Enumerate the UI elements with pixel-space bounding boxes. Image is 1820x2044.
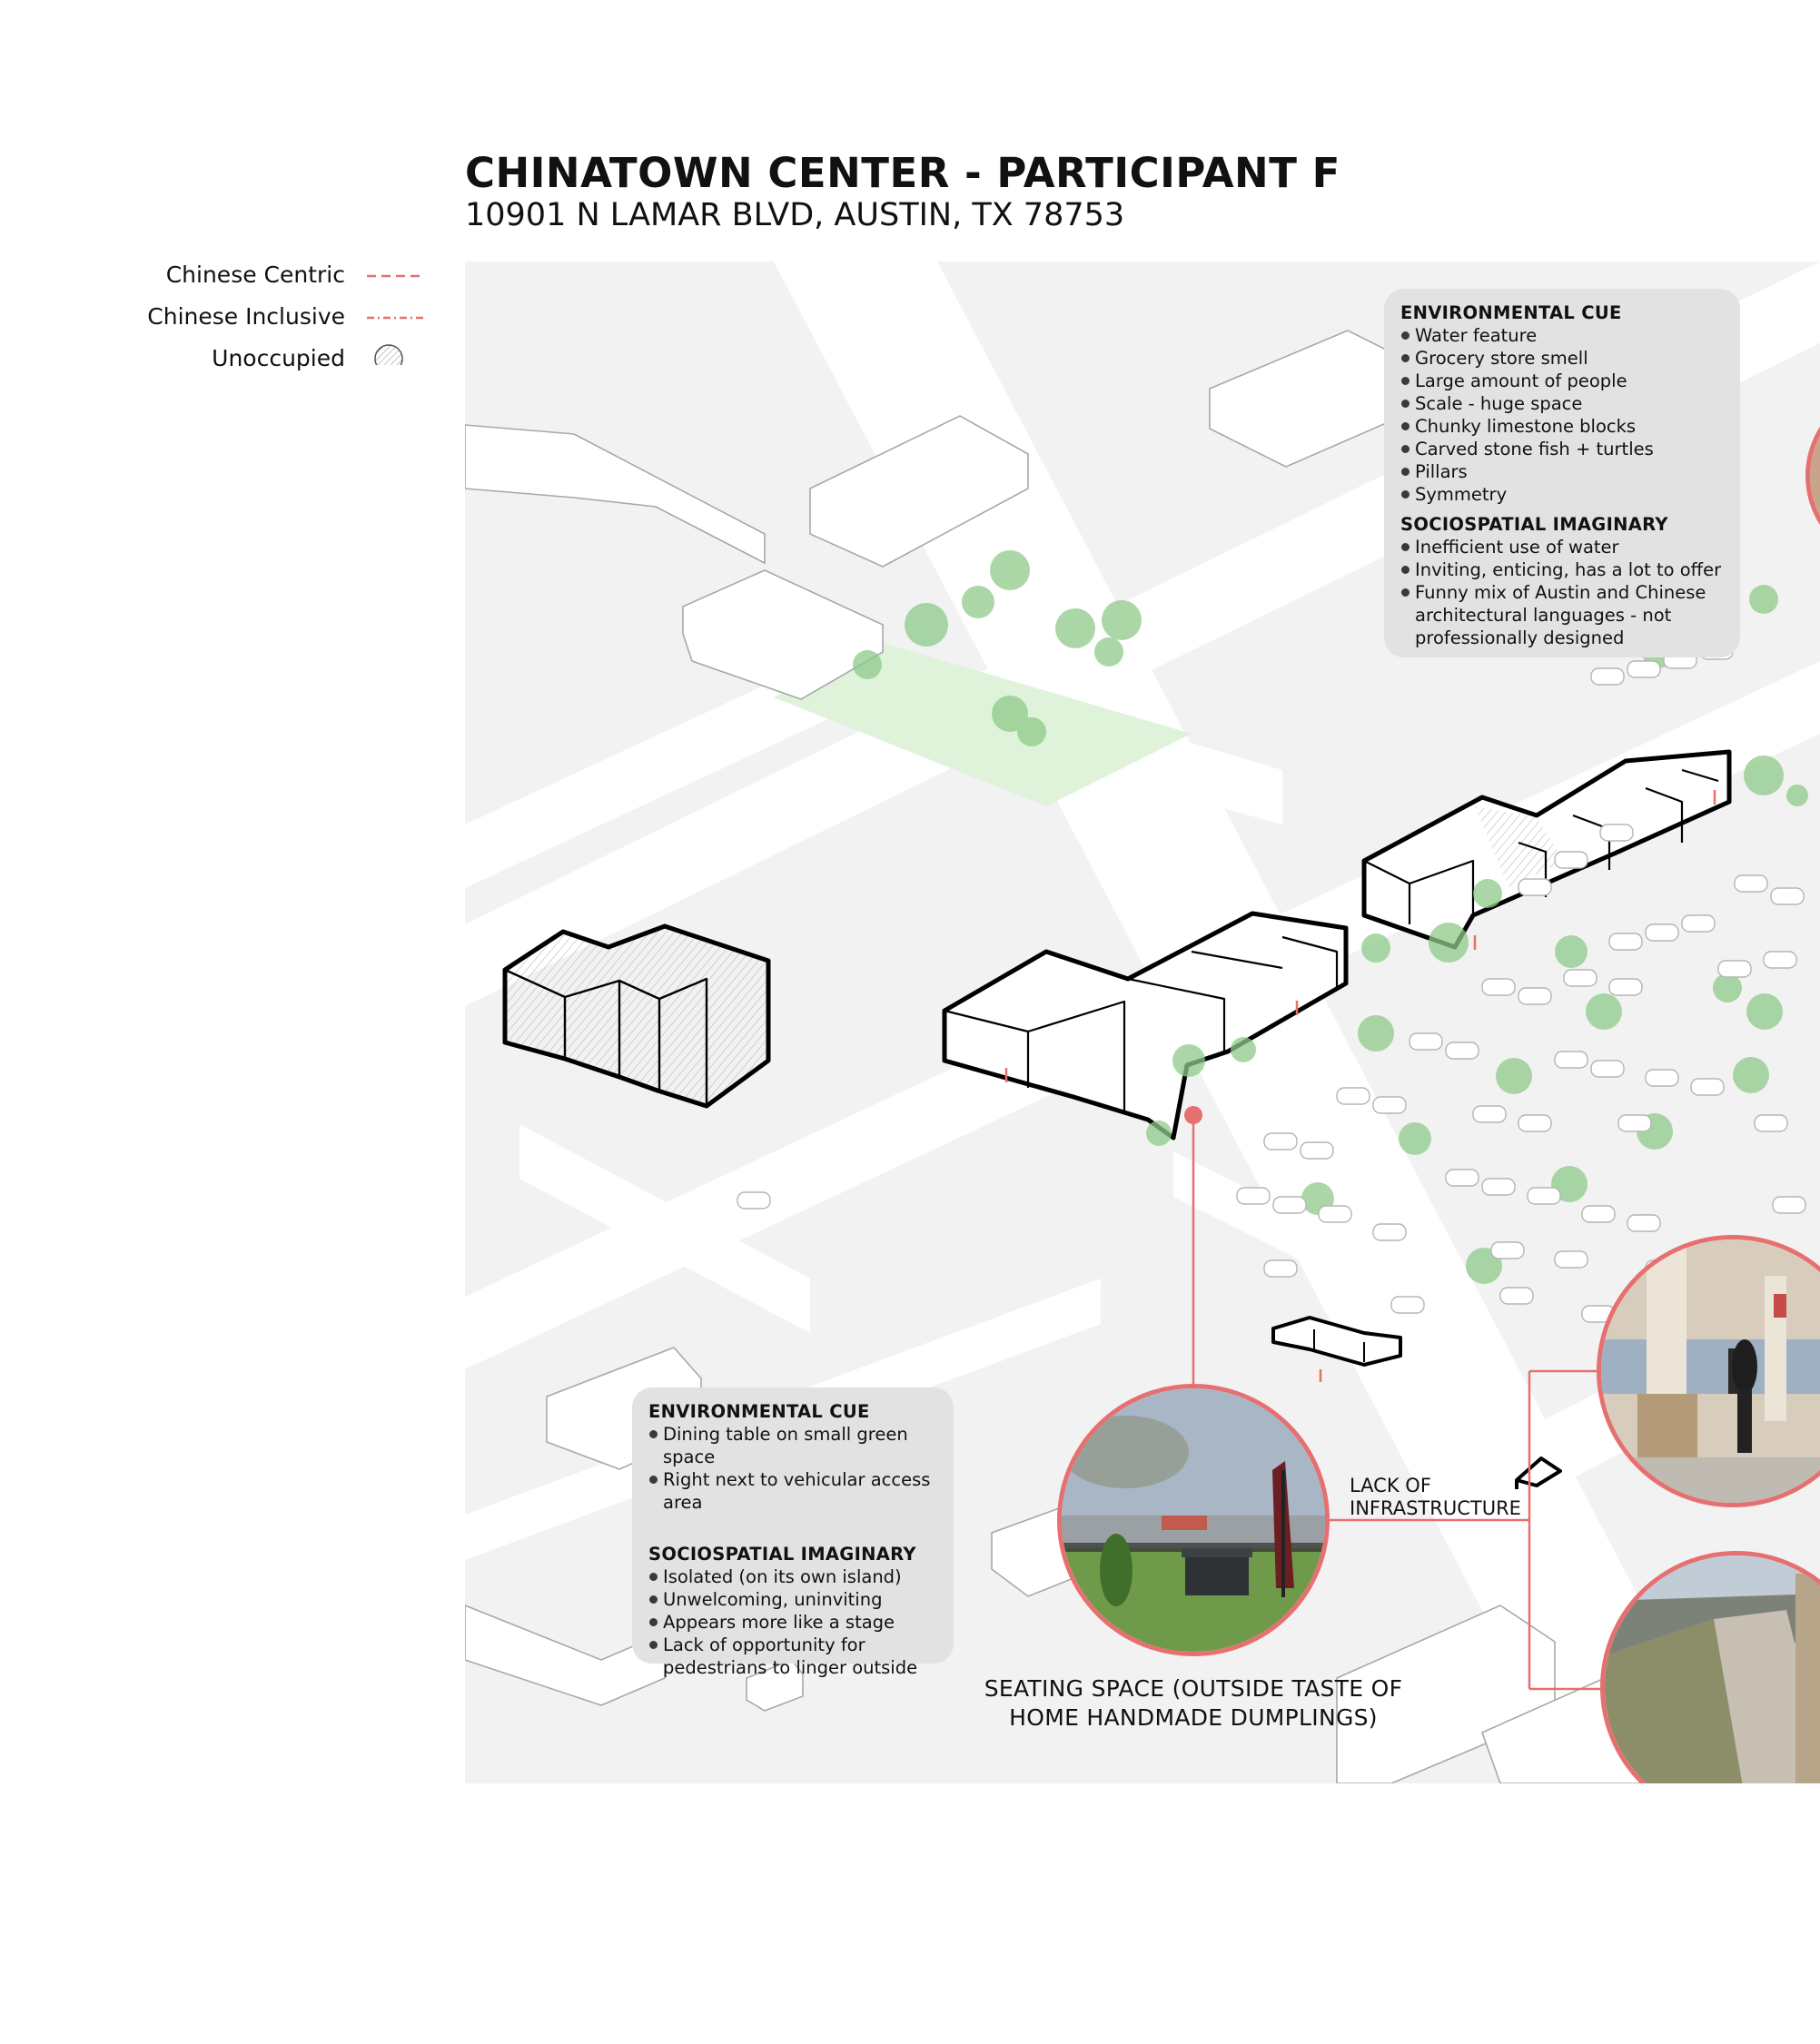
seating-space-photo	[1057, 1384, 1330, 1656]
list-item: Water feature	[1400, 324, 1724, 347]
seating-space-photo-image	[1062, 1388, 1325, 1652]
env-cue-heading: ENVIRONMENTAL CUE	[1400, 302, 1622, 323]
occupied-building-middle	[942, 911, 1349, 1140]
list-item: Symmetry	[1400, 483, 1724, 506]
pillar-photo-image	[1601, 1239, 1820, 1503]
chinese-inclusive-markers	[1004, 790, 1716, 1382]
pavilion	[1271, 1316, 1402, 1367]
legend-label: Chinese Inclusive	[147, 303, 345, 330]
seating-space-caption: SEATING SPACE (OUTSIDE TASTE OF HOME HAN…	[984, 1675, 1403, 1731]
legend-item-chinese-inclusive: Chinese Inclusive	[0, 300, 436, 336]
unoccupied-building	[502, 923, 771, 1109]
socio-imaginary-list: Inefficient use of water Inviting, entic…	[1400, 536, 1724, 649]
list-item: Dining table on small green space	[648, 1423, 937, 1468]
page-title: CHINATOWN CENTER - PARTICIPANT F	[465, 149, 1340, 197]
sidewalk-photo-image	[1605, 1555, 1820, 1783]
list-item: Appears more like a stage	[648, 1611, 937, 1634]
socio-imaginary-heading: SOCIOSPATIAL IMAGINARY	[648, 1544, 916, 1565]
socio-imaginary-heading: SOCIOSPATIAL IMAGINARY	[1400, 514, 1668, 535]
env-cue-list: Water feature Grocery store smell Large …	[1400, 324, 1724, 506]
hatched-circle-icon	[374, 344, 403, 365]
info-box-top: ENVIRONMENTAL CUE Water feature Grocery …	[1384, 289, 1740, 657]
parked-cars	[737, 642, 1806, 1323]
info-box-bottom: ENVIRONMENTAL CUE Dining table on small …	[632, 1387, 954, 1678]
seating-space-marker	[1184, 1106, 1202, 1124]
legend-label: Unoccupied	[212, 345, 345, 371]
leader-lines	[1192, 1115, 1600, 1691]
list-item: Carved stone fish + turtles	[1400, 438, 1724, 460]
legend-label: Chinese Centric	[165, 262, 345, 288]
legend-item-chinese-centric: Chinese Centric	[0, 258, 436, 294]
list-item: Inefficient use of water	[1400, 536, 1724, 558]
list-item: Isolated (on its own island)	[648, 1565, 937, 1588]
green-space	[774, 643, 1192, 806]
list-item: Unwelcoming, uninviting	[648, 1588, 937, 1611]
lack-of-infrastructure-label: LACK OF INFRASTRUCTURE	[1350, 1475, 1521, 1519]
list-item: Lack of opportunity for pedestrians to l…	[648, 1634, 937, 1679]
occupied-building-right	[1361, 749, 1732, 950]
env-cue-list: Dining table on small green space Right …	[648, 1423, 937, 1514]
list-item: Chunky limestone blocks	[1400, 415, 1724, 438]
dash-dot-line-icon	[367, 316, 425, 320]
list-item: Large amount of people	[1400, 370, 1724, 392]
dashed-line-icon	[367, 274, 425, 278]
env-cue-heading: ENVIRONMENTAL CUE	[648, 1401, 870, 1422]
site-axonometric-drawing: ENVIRONMENTAL CUE Water feature Grocery …	[465, 262, 1820, 1783]
list-item: Pillars	[1400, 460, 1724, 483]
list-item: Funny mix of Austin and Chinese architec…	[1400, 581, 1724, 649]
pillar-photo	[1597, 1235, 1820, 1507]
list-item: Inviting, enticing, has a lot to offer	[1400, 558, 1724, 581]
page-address: 10901 N LAMAR BLVD, AUSTIN, TX 78753	[465, 197, 1125, 233]
list-item: Grocery store smell	[1400, 347, 1724, 370]
list-item: Scale - huge space	[1400, 392, 1724, 415]
list-item: Right next to vehicular access area	[648, 1468, 937, 1514]
sidewalk-photo	[1600, 1551, 1820, 1783]
legend-item-unoccupied: Unoccupied	[0, 341, 436, 378]
socio-imaginary-list: Isolated (on its own island) Unwelcoming…	[648, 1565, 937, 1679]
